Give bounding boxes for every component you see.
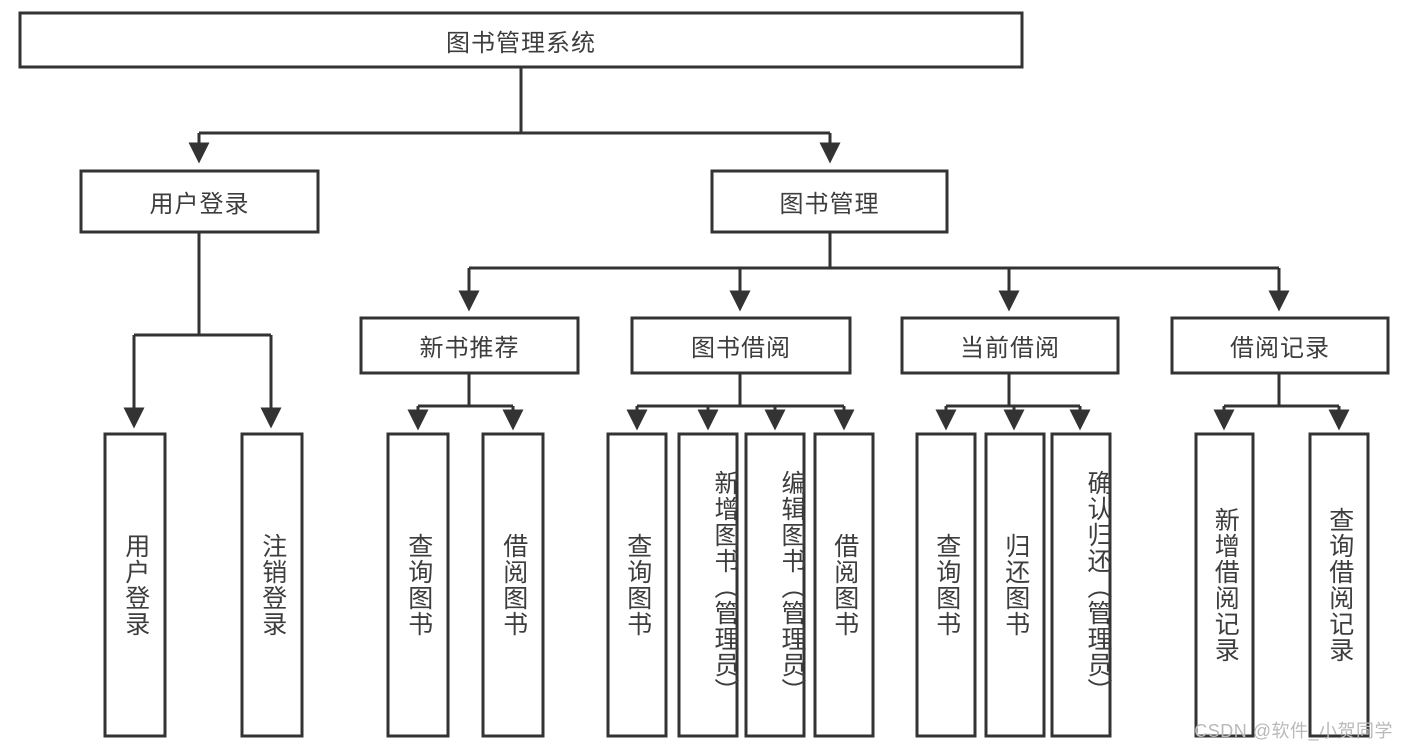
- node-leaf-confirm-return[interactable]: [1050, 432, 1112, 738]
- node-book-borrow[interactable]: [630, 316, 852, 375]
- node-root[interactable]: [18, 11, 1024, 69]
- node-leaf-borrow-book-1[interactable]: [481, 432, 545, 738]
- node-leaf-return-book[interactable]: [984, 432, 1046, 738]
- node-leaf-query-book-1[interactable]: [386, 432, 450, 738]
- node-leaf-edit-book[interactable]: [744, 432, 806, 738]
- node-leaf-query-record[interactable]: [1308, 432, 1370, 738]
- node-rect-group: [18, 11, 1390, 738]
- node-leaf-add-book[interactable]: [677, 432, 739, 738]
- node-book-manage[interactable]: [710, 169, 949, 234]
- node-leaf-user-login[interactable]: [103, 432, 167, 738]
- node-leaf-query-book-3[interactable]: [915, 432, 977, 738]
- node-borrow-record[interactable]: [1170, 316, 1390, 375]
- watermark-text: CSDN @软件_小贺同学: [1194, 721, 1393, 741]
- node-leaf-borrow-book-2[interactable]: [813, 432, 875, 738]
- node-current-borrow[interactable]: [900, 316, 1120, 375]
- edge-group: [123, 67, 1350, 431]
- node-leaf-query-book-2[interactable]: [606, 432, 668, 738]
- node-leaf-add-record[interactable]: [1194, 432, 1255, 738]
- node-leaf-logout[interactable]: [240, 432, 304, 738]
- node-user-login[interactable]: [79, 169, 320, 234]
- node-new-book-rec[interactable]: [359, 316, 580, 375]
